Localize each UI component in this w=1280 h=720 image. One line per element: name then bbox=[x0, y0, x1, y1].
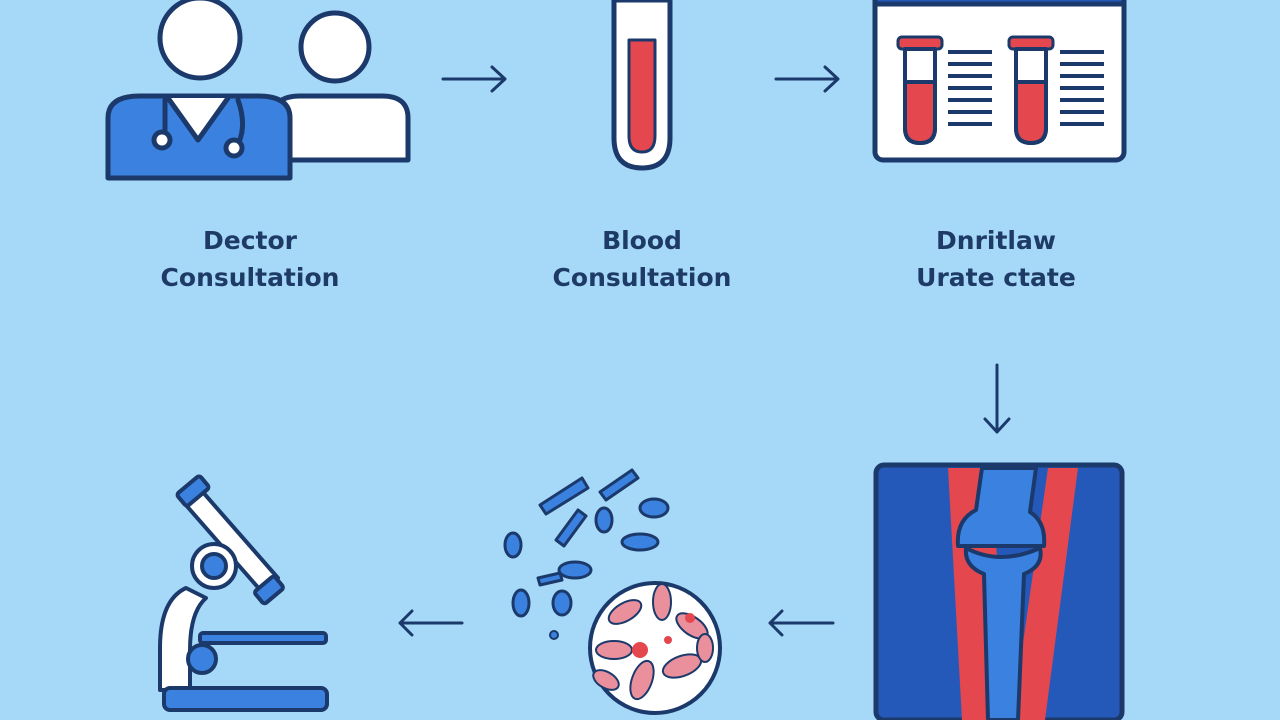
step-label-blood-consultation: Blood Consultation bbox=[492, 222, 792, 296]
doctor-patient-icon bbox=[105, 0, 411, 181]
step-label-line: Dnritlaw bbox=[936, 226, 1056, 255]
arrow-right-icon bbox=[774, 65, 840, 93]
step-label-doctor-consultation: Dector Consultation bbox=[100, 222, 400, 296]
test-tube-icon bbox=[611, 0, 673, 171]
lab-report-icon bbox=[872, 0, 1127, 163]
step-label-urate-state: Dnritlaw Urate ctate bbox=[846, 222, 1146, 296]
step-label-line: Urate ctate bbox=[916, 263, 1076, 292]
arrow-right-icon bbox=[441, 65, 507, 93]
microscope-icon bbox=[158, 474, 329, 712]
step-label-line: Consultation bbox=[160, 263, 340, 292]
knee-xray-icon bbox=[873, 462, 1125, 720]
crystals-cells-icon bbox=[503, 468, 722, 715]
arrow-left-icon bbox=[398, 609, 464, 637]
step-label-line: Consultation bbox=[552, 263, 732, 292]
step-label-line: Dector bbox=[203, 226, 297, 255]
step-label-line: Blood bbox=[602, 226, 682, 255]
arrow-down-icon bbox=[983, 363, 1011, 434]
arrow-left-icon bbox=[768, 609, 835, 637]
